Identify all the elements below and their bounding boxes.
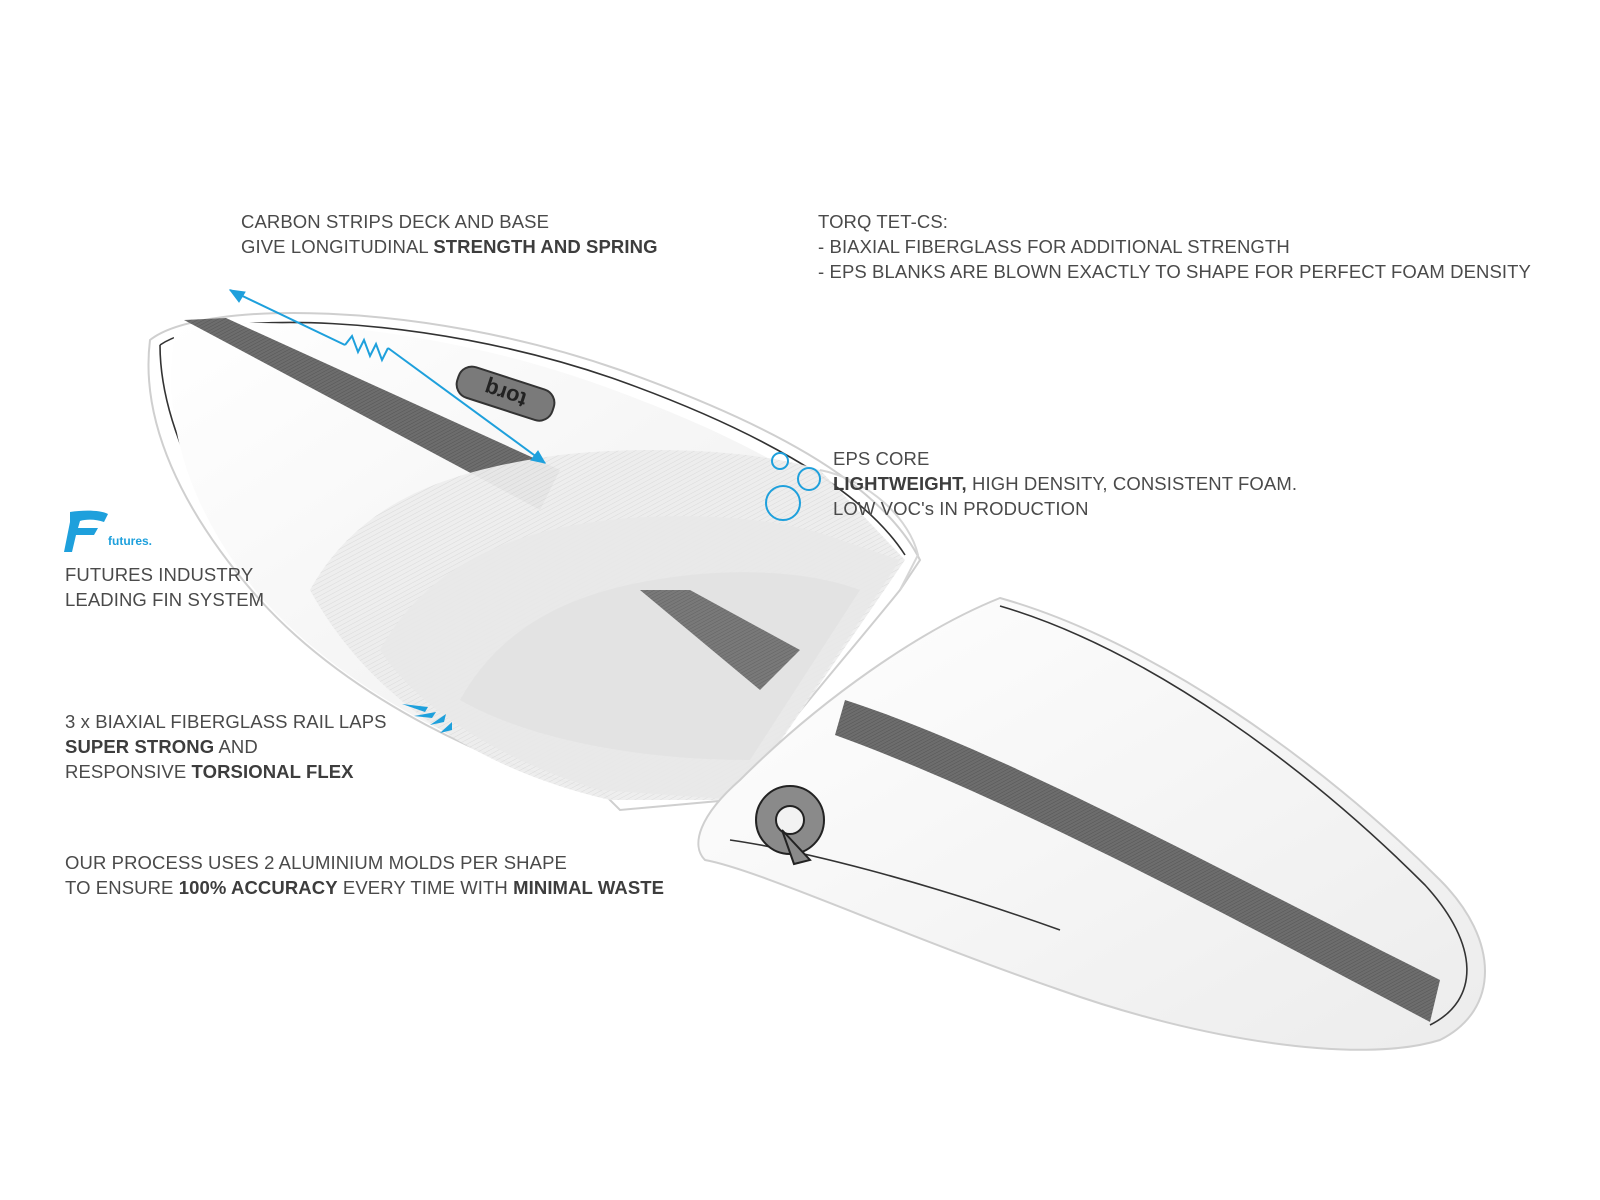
torq-title: TORQ TET-CS: xyxy=(818,211,949,232)
rails-line-2-rest: AND xyxy=(214,736,258,757)
carbon-line-1: CARBON STRIPS DECK AND BASE xyxy=(241,211,550,232)
rail-impact-icon xyxy=(402,704,452,733)
process-line-2-bold-1: 100% ACCURACY xyxy=(178,877,338,898)
rails-line-3-bold: TORSIONAL FLEX xyxy=(191,761,354,782)
futures-label: FUTURES INDUSTRY LEADING FIN SYSTEM xyxy=(65,562,264,612)
nose-section xyxy=(697,596,1486,1051)
tail-section: torq xyxy=(147,311,922,812)
torq-tet-cs-label: TORQ TET-CS: - BIAXIAL FIBERGLASS FOR AD… xyxy=(818,209,1531,284)
torq-bullet-1: - BIAXIAL FIBERGLASS FOR ADDITIONAL STRE… xyxy=(818,236,1290,257)
eps-line-2-rest: HIGH DENSITY, CONSISTENT FOAM. xyxy=(966,473,1298,494)
process-line-2-pre: TO ENSURE xyxy=(65,877,179,898)
foam-bubbles-icon xyxy=(765,452,821,521)
q-logo xyxy=(755,785,825,866)
carbon-strip-nose xyxy=(835,700,1440,1022)
process-line-1: OUR PROCESS USES 2 ALUMINIUM MOLDS PER S… xyxy=(65,852,567,873)
eps-core-label: EPS CORE LIGHTWEIGHT, HIGH DENSITY, CONS… xyxy=(833,446,1297,521)
eps-line-2-bold: LIGHTWEIGHT, xyxy=(833,473,967,494)
rails-line-3-pre: RESPONSIVE xyxy=(65,761,192,782)
futures-line-2: LEADING FIN SYSTEM xyxy=(65,589,265,610)
eps-line-3: LOW VOC's IN PRODUCTION xyxy=(833,498,1089,519)
flex-arrow-annotation xyxy=(228,289,547,464)
process-line-2-mid: EVERY TIME WITH xyxy=(337,877,514,898)
rails-line-1: 3 x BIAXIAL FIBERGLASS RAIL LAPS xyxy=(65,711,387,732)
process-line-2-bold-2: MINIMAL WASTE xyxy=(513,877,665,898)
carbon-strip-deck xyxy=(184,318,560,510)
carbon-strip-base xyxy=(640,590,800,690)
futures-line-1: FUTURES INDUSTRY xyxy=(65,564,254,585)
torq-bullet-2: - EPS BLANKS ARE BLOWN EXACTLY TO SHAPE … xyxy=(818,261,1531,282)
carbon-strips-label: CARBON STRIPS DECK AND BASE GIVE LONGITU… xyxy=(241,209,658,259)
eps-title: EPS CORE xyxy=(833,448,930,469)
torq-deck-logo: torq xyxy=(455,365,556,422)
process-label: OUR PROCESS USES 2 ALUMINIUM MOLDS PER S… xyxy=(65,850,664,900)
carbon-line-2-bold: STRENGTH AND SPRING xyxy=(433,236,658,257)
carbon-line-2-pre: GIVE LONGITUDINAL xyxy=(241,236,434,257)
futures-logo-icon: futures. xyxy=(64,510,152,552)
rails-line-2-bold: SUPER STRONG xyxy=(65,736,215,757)
rail-laps-label: 3 x BIAXIAL FIBERGLASS RAIL LAPS SUPER S… xyxy=(65,709,387,784)
futures-logo-text: futures. xyxy=(108,534,152,548)
